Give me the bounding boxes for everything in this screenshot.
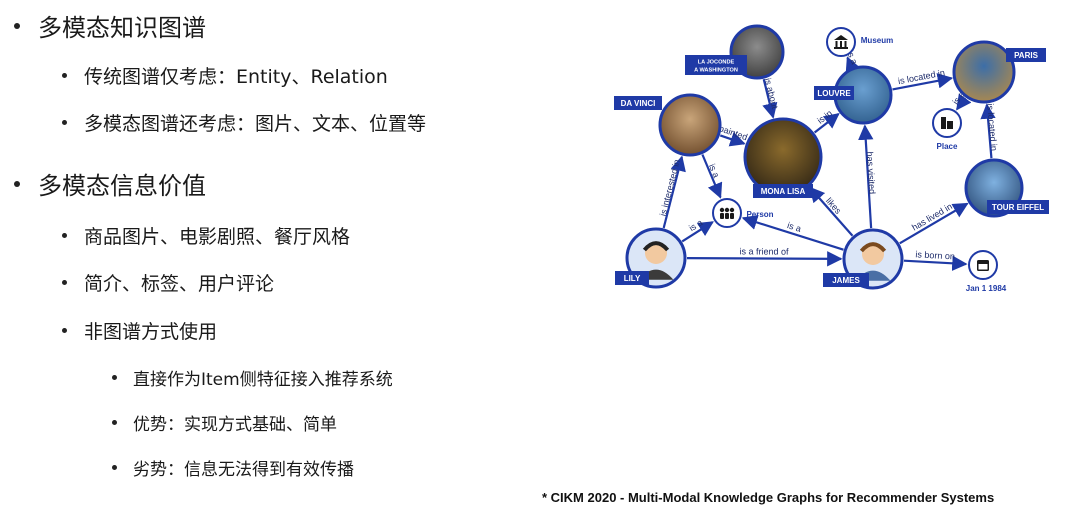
node-label-place: Place	[937, 142, 958, 151]
hair-icon	[642, 241, 670, 252]
edge-label: is a	[707, 162, 722, 179]
davinci-photo	[658, 93, 722, 157]
bullet-item: 优势：实现方式基础、简单	[112, 410, 337, 435]
node-label-jocondeLabel: LA JOCONDE A WASHINGTON	[685, 55, 747, 75]
bullet-text: 传统图谱仅考虑：Entity、Relation	[84, 66, 388, 88]
bullet-text: 简介、标签、用户评论	[84, 273, 275, 295]
bullet-item: 非图谱方式使用	[62, 317, 217, 344]
bullet-item: 简介、标签、用户评论	[62, 269, 274, 296]
edge-isA_lilyPerson	[681, 221, 714, 243]
bullet-dot	[62, 328, 67, 333]
paris-photo	[952, 40, 1016, 104]
edge-label: is a	[687, 217, 704, 233]
edge-isAbout	[762, 78, 778, 119]
graph-nodes: LA JOCONDE A WASHINGTON LOUVRE PARIS DA VINC…	[614, 24, 1049, 293]
bullet-dot	[62, 233, 67, 238]
edge-label: is about	[763, 77, 780, 110]
edge-hasVisited	[858, 124, 874, 229]
node-label-text: JAMES	[832, 276, 860, 285]
node-label-date: Jan 1 1984	[966, 284, 1007, 293]
edge-isLocatedIn_louvre	[892, 73, 954, 91]
edge-isIn	[813, 113, 840, 134]
edge-isLocatedIn_eiffel	[980, 103, 996, 159]
hair-icon	[859, 242, 887, 253]
edge-label: is a	[786, 220, 802, 234]
node-label-text: A WASHINGTON	[694, 68, 738, 74]
node-person	[712, 198, 742, 228]
bullet-item: 商品图片、电影剧照、餐厅风格	[62, 222, 350, 249]
face-icon	[861, 242, 885, 266]
edge-isFriendOf	[686, 251, 843, 267]
edge-isA_jamesPerson	[741, 214, 844, 251]
bullet-dot	[112, 420, 117, 425]
bullet-text: 非图谱方式使用	[84, 321, 218, 343]
node-monalisa	[743, 117, 823, 197]
edge-label: is in	[815, 108, 834, 126]
bullet-list: 多模态知识图谱 传统图谱仅考虑：Entity、Relation 多模态图谱还考虑…	[14, 8, 426, 480]
node-label-person: Person	[746, 210, 773, 219]
node-label-text: LILY	[624, 274, 641, 283]
bullet-item: 多模态信息价值	[14, 166, 206, 201]
node-label-text: LOUVRE	[817, 89, 851, 98]
node-label-text: MONA LISA	[761, 187, 806, 196]
bullet-text: 多模态信息价值	[38, 172, 206, 200]
bullet-item: 多模态图谱还考虑：图片、文本、位置等	[62, 109, 426, 136]
edge-painted	[719, 131, 746, 147]
bullet-dot	[14, 180, 20, 187]
edge-label: is born on	[915, 249, 955, 261]
node-label-museum: Museum	[861, 36, 893, 45]
edge-hasLivedIn	[899, 202, 969, 245]
edge-isA_parisPlace	[956, 93, 972, 111]
bullet-dot	[62, 73, 67, 78]
node-museum	[826, 27, 856, 57]
bullet-item: 多模态知识图谱	[14, 8, 206, 43]
node-label-text: DA VINCI	[621, 99, 656, 108]
bullet-item: 劣势：信息无法得到有效传播	[112, 455, 354, 480]
bullet-text: 直接作为Item侧特征接入推荐系统	[133, 370, 393, 390]
node-label-davinci: DA VINCI	[614, 96, 662, 110]
node-label-eiffel: TOUR EIFFEL	[987, 200, 1049, 214]
monalisa-photo	[743, 117, 823, 197]
bullet-dot	[112, 465, 117, 470]
bullet-item: 传统图谱仅考虑：Entity、Relation	[62, 62, 388, 89]
edge-label: has lived in	[910, 201, 954, 232]
edge-isA_davinciPerson	[701, 154, 723, 199]
node-label-louvre: LOUVRE	[814, 86, 854, 100]
bullet-dot	[62, 280, 67, 285]
bullet-dot	[112, 375, 117, 380]
bullet-text: 商品图片、电影剧照、餐厅风格	[84, 226, 351, 248]
node-label-text: PARIS	[1014, 51, 1039, 60]
node-label-james: JAMES	[823, 273, 869, 287]
edge-isBornOn	[903, 255, 968, 272]
edge-isA_louvreMuseum	[845, 56, 860, 74]
bullet-text: 劣势：信息无法得到有效传播	[133, 460, 354, 480]
bullet-dot	[62, 120, 67, 125]
node-date	[968, 250, 998, 280]
citation-footnote: * CIKM 2020 - Multi-Modal Knowledge Grap…	[542, 490, 995, 505]
edge-label: has visited	[865, 151, 878, 194]
node-davinci	[658, 93, 722, 157]
bullet-item: 直接作为Item侧特征接入推荐系统	[112, 365, 393, 390]
node-label-lily: LILY	[615, 271, 649, 285]
node-label-monalisa: MONA LISA	[753, 184, 813, 198]
bullet-text: 多模态图谱还考虑：图片、文本、位置等	[84, 113, 427, 135]
bullet-text: 多模态知识图谱	[38, 14, 206, 42]
face-icon	[644, 241, 668, 265]
node-place	[932, 108, 962, 138]
node-paris	[952, 40, 1016, 104]
edge-likes	[809, 186, 854, 237]
node-label-paris: PARIS	[1006, 48, 1046, 62]
bullet-text: 优势：实现方式基础、简单	[133, 415, 337, 435]
edge-isInterestedIn	[662, 155, 686, 229]
edge-label: is a friend of	[739, 246, 789, 256]
edge-label: is located in	[985, 103, 999, 151]
node-label-text: TOUR EIFFEL	[992, 203, 1044, 212]
node-label-text: LA JOCONDE	[698, 60, 735, 66]
bullet-dot	[14, 22, 20, 29]
